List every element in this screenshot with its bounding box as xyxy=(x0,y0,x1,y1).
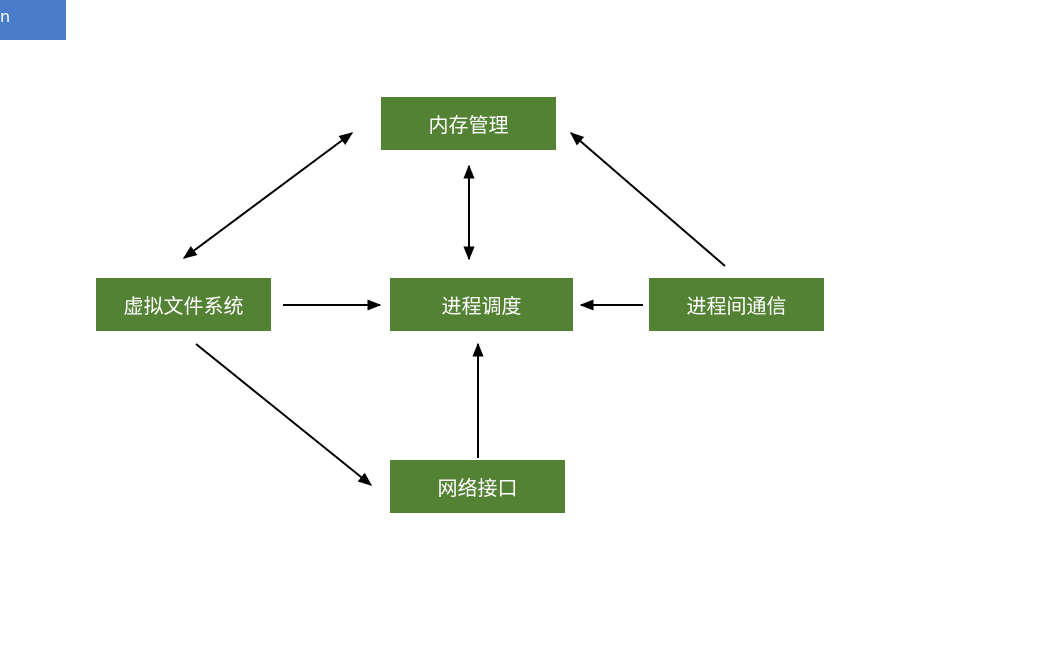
edge-vfs-memory xyxy=(182,132,354,259)
node-process-scheduler: 进程调度 xyxy=(390,278,573,331)
node-network-interface: 网络接口 xyxy=(390,460,565,513)
node-label: 进程调度 xyxy=(441,294,522,318)
node-label: 网络接口 xyxy=(437,476,518,500)
corner-tab[interactable]: n xyxy=(0,0,66,40)
edge-vfs-network xyxy=(195,343,373,486)
corner-tab-label: n xyxy=(0,7,11,26)
node-memory-management: 内存管理 xyxy=(381,97,556,150)
edge-ipc-memory xyxy=(569,132,726,267)
node-inter-process-communication: 进程间通信 xyxy=(649,278,824,331)
node-label: 内存管理 xyxy=(428,113,509,137)
node-label: 虚拟文件系统 xyxy=(123,294,244,318)
node-virtual-file-system: 虚拟文件系统 xyxy=(96,278,271,331)
node-label: 进程间通信 xyxy=(686,294,787,318)
